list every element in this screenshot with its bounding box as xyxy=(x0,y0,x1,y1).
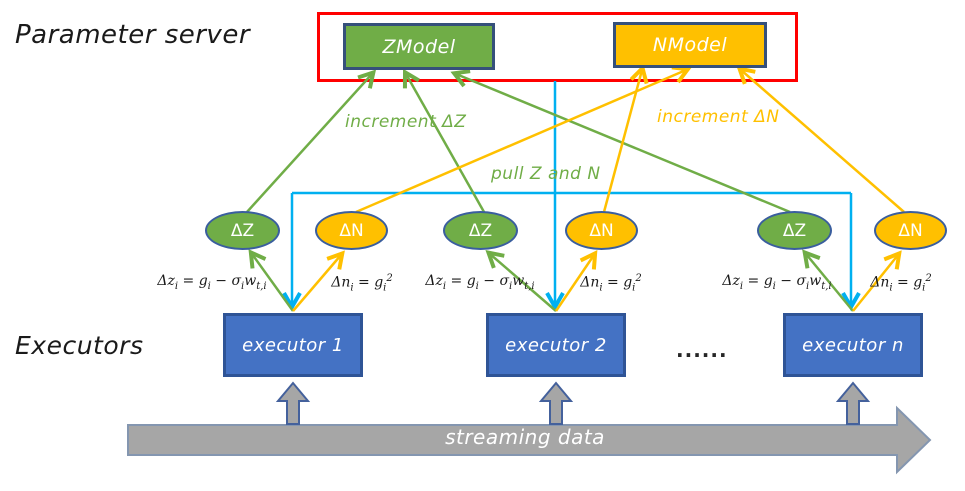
zmodel-label: ZModel xyxy=(382,35,456,58)
executor-label: executor n xyxy=(802,334,904,356)
increment-n-arrow-2 xyxy=(602,70,642,213)
delta-n-ellipse-1: ΔN xyxy=(315,211,388,250)
increment-z-arrow-2 xyxy=(406,74,486,213)
delta-n-formula-n: Δni = gi2 xyxy=(870,273,932,294)
feed-arrow-executor1 xyxy=(275,381,311,425)
pull-label: pull Z and N xyxy=(491,164,601,184)
executor-to-deltaz-arrows xyxy=(252,254,854,312)
executor2-to-deltan xyxy=(554,255,594,312)
executor-label: executor 1 xyxy=(242,334,344,356)
delta-n-ellipse-n: ΔN xyxy=(874,211,947,250)
executor-to-deltan-arrows xyxy=(292,255,898,312)
delta-z-ellipse-1: ΔZ xyxy=(205,211,280,250)
streaming-data-arrow xyxy=(127,405,932,475)
delta-n-formula-2: Δni = gi2 xyxy=(580,273,642,294)
delta-z-formula-1: Δzi = gi − σiwt,i xyxy=(157,273,267,292)
delta-z-label: ΔZ xyxy=(782,220,807,241)
increment-n-arrow-1 xyxy=(355,70,686,214)
increment-n-arrows xyxy=(355,70,905,214)
parameter-server-frame xyxy=(317,12,798,82)
nmodel-box: NModel xyxy=(613,22,767,68)
delta-n-label: ΔN xyxy=(339,220,364,241)
zmodel-box: ZModel xyxy=(343,23,495,70)
executor-box-1: executor 1 xyxy=(223,313,363,377)
delta-n-formula-1: Δni = gi2 xyxy=(331,273,393,294)
feed-arrow-executor2 xyxy=(538,381,574,425)
executor-box-n: executor n xyxy=(783,313,923,377)
delta-z-ellipse-n: ΔZ xyxy=(757,211,832,250)
nmodel-label: NModel xyxy=(652,34,728,56)
executor-n-to-deltan xyxy=(852,255,898,312)
delta-z-label: ΔZ xyxy=(468,220,493,241)
increment-n-arrow-3 xyxy=(741,70,905,213)
increment-z-arrow-1 xyxy=(246,74,372,213)
feed-arrows xyxy=(275,381,871,425)
parameter-server-title: Parameter server xyxy=(15,20,251,50)
executor1-to-deltan xyxy=(292,255,341,312)
delta-z-formula-n: Δzi = gi − σiwt,i xyxy=(722,273,832,292)
delta-n-label: ΔN xyxy=(898,220,923,241)
pull-lines xyxy=(292,81,851,305)
increment-z-label: increment ΔZ xyxy=(345,112,467,132)
feed-arrow-executor-n xyxy=(835,381,871,425)
delta-z-label: ΔZ xyxy=(230,220,255,241)
executor-label: executor 2 xyxy=(505,334,607,356)
delta-n-label: ΔN xyxy=(589,220,614,241)
delta-z-ellipse-2: ΔZ xyxy=(443,211,518,250)
executor-n-to-deltaz xyxy=(806,254,854,312)
delta-n-ellipse-2: ΔN xyxy=(565,211,638,250)
executor1-to-deltaz xyxy=(252,254,295,312)
executor-ellipsis: ...... xyxy=(676,338,728,362)
executor2-to-deltaz xyxy=(490,254,557,312)
streaming-data-label: streaming data xyxy=(445,425,605,449)
executors-title: Executors xyxy=(15,331,144,360)
increment-n-label: increment ΔN xyxy=(657,107,780,127)
delta-z-formula-2: Δzi = gi − σiwt,i xyxy=(425,273,535,292)
executor-box-2: executor 2 xyxy=(486,313,626,377)
